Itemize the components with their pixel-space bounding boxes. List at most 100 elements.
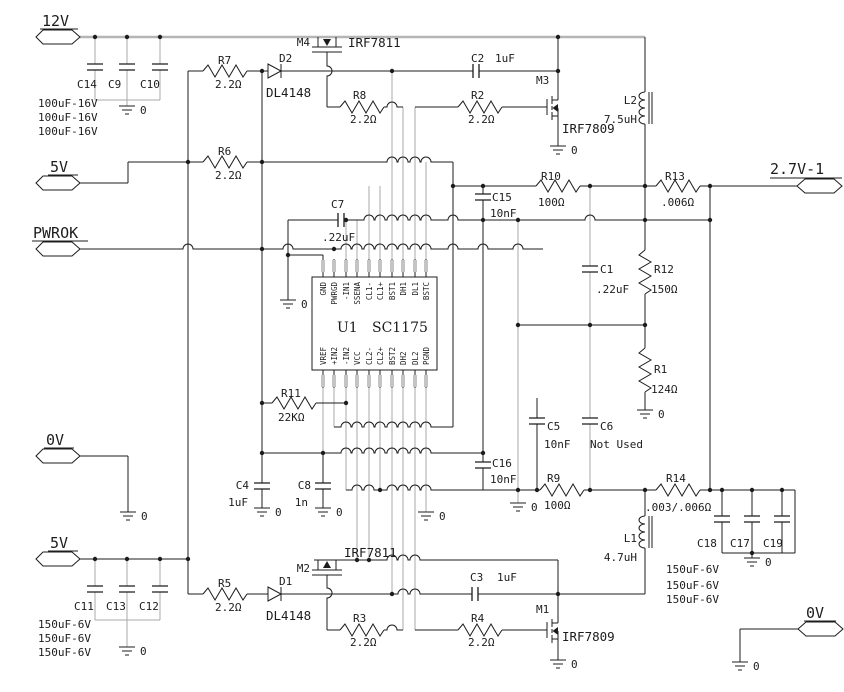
value-C7: .22uF bbox=[322, 231, 355, 244]
resistor-R2 bbox=[457, 100, 503, 114]
value-C5: 10nF bbox=[544, 438, 571, 451]
gnd-zero: 0 bbox=[658, 408, 665, 421]
resistor-R4 bbox=[457, 623, 503, 637]
ground-icon bbox=[731, 661, 749, 671]
gnd-zero: 0 bbox=[141, 510, 148, 523]
ground-icon bbox=[743, 557, 761, 567]
pin-label: CL2+ bbox=[376, 346, 385, 365]
ground-icon bbox=[314, 507, 332, 517]
pin-label: CL2- bbox=[365, 347, 374, 365]
value-M1: IRF7809 bbox=[562, 629, 615, 644]
value-D2: DL4148 bbox=[266, 85, 311, 100]
label-12v: 12V bbox=[42, 12, 69, 30]
inductor-L1 bbox=[638, 515, 653, 549]
pin-label: PWRGD bbox=[330, 282, 339, 305]
diode-D2 bbox=[267, 63, 283, 79]
refdes-R8: R8 bbox=[353, 89, 366, 102]
refdes-R3: R3 bbox=[353, 612, 366, 625]
diode-D1 bbox=[267, 586, 283, 602]
gnd-zero: 0 bbox=[765, 556, 772, 569]
value-R8: 2.2Ω bbox=[350, 113, 377, 126]
refdes-C17: C17 bbox=[730, 537, 750, 550]
refdes-C16: C16 bbox=[492, 457, 512, 470]
refdes-C3: C3 bbox=[470, 571, 483, 584]
refdes-C6: C6 bbox=[600, 420, 613, 433]
refdes-C13: C13 bbox=[106, 600, 126, 613]
label-5v-lower: 5V bbox=[50, 534, 68, 552]
value-bank-top-3: 100uF-16V bbox=[38, 125, 98, 138]
refdes-L2: L2 bbox=[624, 94, 637, 107]
value-R13: .006Ω bbox=[661, 196, 694, 209]
gnd-zero: 0 bbox=[571, 144, 578, 157]
refdes-R4: R4 bbox=[471, 612, 485, 625]
refdes-C10: C10 bbox=[140, 78, 160, 91]
refdes-R6: R6 bbox=[218, 145, 231, 158]
pin-label: VREF bbox=[319, 346, 328, 365]
label-vout: 2.7V-1 bbox=[770, 160, 824, 178]
value-C3: 1uF bbox=[497, 571, 517, 584]
pin-label: DH2 bbox=[399, 351, 408, 365]
value-bank-top-2: 100uF-16V bbox=[38, 111, 98, 124]
refdes-C4: C4 bbox=[236, 479, 250, 492]
pin-label: CL1- bbox=[365, 282, 374, 300]
value-C6: Not Used bbox=[590, 438, 643, 451]
mosfet-M3 bbox=[546, 96, 559, 120]
pin-label: DL2 bbox=[411, 351, 420, 365]
refdes-R7: R7 bbox=[218, 54, 231, 67]
value-L1: 4.7uH bbox=[604, 551, 637, 564]
gnd-zero: 0 bbox=[439, 510, 446, 523]
ic-pin-labels-top: GND PWRGD -IN1 SSENA CL1- CL1+ BST1 DH1 … bbox=[319, 282, 431, 305]
value-bank-bl-3: 150uF-6V bbox=[38, 646, 91, 659]
refdes-C12: C12 bbox=[139, 600, 159, 613]
label-0v-left: 0V bbox=[46, 431, 64, 449]
pin-label: +IN2 bbox=[330, 347, 339, 365]
ground-icon bbox=[417, 511, 435, 521]
pin-label: SSENA bbox=[353, 282, 362, 305]
tag-0v-right bbox=[797, 621, 844, 637]
value-bank-br-1: 150uF-6V bbox=[666, 563, 719, 576]
refdes-C8: C8 bbox=[298, 479, 311, 492]
ground-icon bbox=[549, 145, 567, 155]
value-bank-bl-1: 150uF-6V bbox=[38, 618, 91, 631]
wires-gray bbox=[94, 37, 591, 647]
connector-tags bbox=[32, 28, 844, 637]
value-R2: 2.2Ω bbox=[468, 113, 495, 126]
ground-icon bbox=[119, 511, 137, 521]
value-R10: 100Ω bbox=[538, 196, 565, 209]
pin-label: BST2 bbox=[388, 347, 397, 365]
resistor-R8 bbox=[339, 100, 385, 114]
refdes-R11: R11 bbox=[281, 387, 301, 400]
refdes-C2: C2 bbox=[471, 52, 484, 65]
pin-label: DH1 bbox=[399, 282, 408, 296]
refdes-C14: C14 bbox=[77, 78, 97, 91]
refdes-C7: C7 bbox=[331, 198, 344, 211]
connector-labels: 12V 5V PWROK 0V 5V 2.7V-1 0V bbox=[33, 12, 824, 622]
value-R9: 100Ω bbox=[544, 499, 571, 512]
ground-icon bbox=[636, 409, 654, 419]
inductor-L2 bbox=[638, 91, 653, 125]
refdes-M2: M2 bbox=[297, 562, 310, 575]
gnd-zero: 0 bbox=[140, 645, 147, 658]
gnd-zero: 0 bbox=[275, 506, 282, 519]
refdes-R9: R9 bbox=[547, 472, 560, 485]
value-M3: IRF7809 bbox=[562, 121, 615, 136]
pin-label: GND bbox=[319, 282, 328, 296]
gnd-zero: 0 bbox=[571, 658, 578, 671]
tag-vout bbox=[796, 178, 843, 194]
refdes-R2: R2 bbox=[471, 89, 484, 102]
ic-U1: U1 SC1175 GND PWRGD -IN1 SSENA CL1- CL1+… bbox=[311, 259, 438, 388]
refdes-C18: C18 bbox=[697, 537, 717, 550]
refdes-M1: M1 bbox=[536, 603, 549, 616]
tag-underlines bbox=[32, 28, 842, 622]
refdes-C19: C19 bbox=[763, 537, 783, 550]
ground-icon bbox=[549, 659, 567, 669]
ic-refdes: U1 bbox=[337, 320, 358, 336]
mosfet-M4 bbox=[312, 37, 342, 53]
refdes-D2: D2 bbox=[279, 52, 292, 65]
gnd-zero: 0 bbox=[531, 501, 538, 514]
refdes-R10: R10 bbox=[541, 170, 561, 183]
value-R1: 124Ω bbox=[651, 383, 678, 396]
resistor-R12 bbox=[638, 249, 652, 295]
